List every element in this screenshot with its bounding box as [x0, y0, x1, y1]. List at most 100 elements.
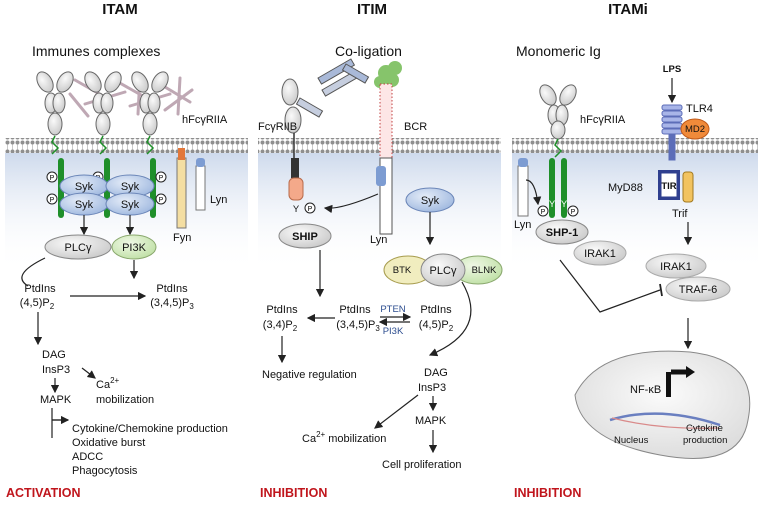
svg-text:Y: Y: [561, 199, 568, 210]
signalosome: BTK PLCγ BLNK: [383, 253, 503, 287]
svg-text:P: P: [571, 209, 576, 216]
antibody-receptors: [36, 71, 169, 155]
svg-text:P: P: [308, 206, 313, 213]
nucleus-label: Nucleus: [614, 435, 649, 446]
syk-label: Syk: [421, 195, 440, 207]
shp1: [535, 219, 589, 245]
svg-text:PtdIns: PtdIns: [24, 283, 56, 295]
svg-text:Y: Y: [293, 204, 300, 215]
outcome-1: Cytokine/Chemokine production: [72, 423, 228, 435]
svg-text:PtdIns: PtdIns: [156, 283, 188, 295]
bcr-receptor: [379, 83, 393, 235]
lyn-label: Lyn: [370, 234, 387, 246]
irak1-left: [573, 240, 627, 266]
cytokine-label: Cytokine: [686, 423, 723, 434]
outcome-3: ADCC: [72, 451, 103, 463]
cell-proliferation: Cell proliferation: [382, 459, 461, 471]
panel-itam: ITAM Immunes complexes: [5, 1, 248, 500]
ship-phosphatase: Y P SHIP: [278, 158, 332, 249]
svg-text:Syk: Syk: [121, 199, 140, 211]
cytoplasm: [512, 152, 758, 272]
outcome-4: Phagocytosis: [72, 465, 138, 477]
status-label: ACTIVATION: [6, 486, 81, 500]
lyn-label: Lyn: [210, 194, 227, 206]
mobilization-label: mobilization: [96, 394, 154, 406]
md2-label: MD2: [685, 124, 705, 135]
insp3-label: InsP3: [42, 364, 70, 376]
svg-text:P: P: [50, 197, 55, 204]
negative-regulation: Negative regulation: [262, 369, 357, 381]
status-label: INHIBITION: [514, 486, 581, 500]
irak1-right: [645, 253, 707, 279]
traf6-label: TRAF-6: [679, 284, 718, 296]
tir-label: TIR: [661, 181, 676, 192]
irak1-left-label: IRAK1: [584, 248, 616, 260]
receptor-label: FcγRIIB: [258, 121, 297, 133]
svg-text:P: P: [50, 175, 55, 182]
cell-membrane: [5, 138, 248, 153]
svg-text:Y: Y: [549, 199, 556, 210]
pip-right: PtdIns: [420, 304, 452, 316]
panel-subtitle: Immunes complexes: [32, 43, 160, 59]
lyn-label: Lyn: [514, 219, 531, 231]
pip-left: PtdIns: [266, 304, 298, 316]
pip3-itam: PtdIns (3,4,5)P3: [150, 283, 194, 311]
svg-text:PLCγ: PLCγ: [430, 265, 457, 277]
insp3-label: InsP3: [418, 382, 446, 394]
antibody-receptor: Y Y P P: [537, 84, 579, 218]
status-label: INHIBITION: [260, 486, 327, 500]
svg-text:BTK: BTK: [393, 265, 412, 276]
receptor-label: hFcγRIIA: [580, 114, 626, 126]
pi3k-label: PI3K: [383, 326, 404, 337]
mapk-label: MAPK: [415, 415, 447, 427]
myd88-label: MyD88: [608, 182, 643, 194]
outcome-2: Oxidative burst: [72, 437, 145, 449]
shp1-label: SHP-1: [546, 227, 578, 239]
pip-mid: PtdIns: [339, 304, 371, 316]
panel-subtitle: Co-ligation: [335, 43, 402, 59]
fcgriib-receptor: [281, 78, 302, 158]
svg-text:(4,5)P2: (4,5)P2: [419, 319, 454, 333]
calcium-label: Ca2+ mobilization: [302, 430, 386, 445]
fyn-label: Fyn: [173, 232, 191, 244]
production-label: production: [683, 435, 727, 446]
traf6: [665, 276, 731, 302]
dag-label: DAG: [42, 349, 66, 361]
dag-label: DAG: [424, 367, 448, 379]
panel-itami: ITAMi Monomeric Ig Y Y P P hFcγRIIA Lyn …: [512, 1, 758, 500]
panel-itim: ITIM Co-ligation FcγRIIB BCR Syk: [258, 1, 503, 500]
bcr-label: BCR: [404, 121, 427, 133]
svg-text:(3,4,5)P3: (3,4,5)P3: [150, 297, 194, 311]
receptor-label: hFcγRIIA: [182, 114, 228, 126]
md2: [680, 118, 710, 140]
inhibition-line: [559, 259, 661, 313]
antibody-bridge: [295, 58, 370, 118]
trif-body: [682, 171, 694, 203]
syk-kinases: Syk Syk Syk Syk: [59, 174, 155, 216]
panel-header: ITIM: [357, 1, 387, 18]
svg-text:BLNK: BLNK: [472, 265, 497, 276]
svg-text:(4,5)P2: (4,5)P2: [20, 297, 55, 311]
pip2-itam: PtdIns (4,5)P2: [20, 283, 56, 311]
svg-text:P: P: [159, 175, 164, 182]
calcium-label: Ca2+: [96, 376, 120, 391]
tlr4-label: TLR4: [686, 103, 713, 115]
svg-text:Syk: Syk: [121, 181, 140, 193]
panel-header: ITAM: [102, 1, 138, 18]
pten-label: PTEN: [380, 304, 405, 315]
nucleus: [574, 350, 751, 459]
panel-header: ITAMi: [608, 1, 648, 18]
svg-text:PI3K: PI3K: [122, 242, 147, 254]
src-kinases: Fyn Lyn: [173, 148, 227, 244]
plc-pi3k: PLCγ PI3K: [44, 234, 157, 260]
svg-text:(3,4)P2: (3,4)P2: [263, 319, 298, 333]
svg-text:SHIP: SHIP: [292, 231, 318, 243]
svg-text:Syk: Syk: [75, 181, 94, 193]
svg-text:PLCγ: PLCγ: [65, 242, 92, 254]
lps-label: LPS: [663, 64, 681, 75]
svg-text:P: P: [159, 197, 164, 204]
svg-text:Syk: Syk: [75, 199, 94, 211]
svg-text:(3,4,5)P3: (3,4,5)P3: [336, 319, 380, 333]
trif-label: Trif: [672, 208, 688, 220]
